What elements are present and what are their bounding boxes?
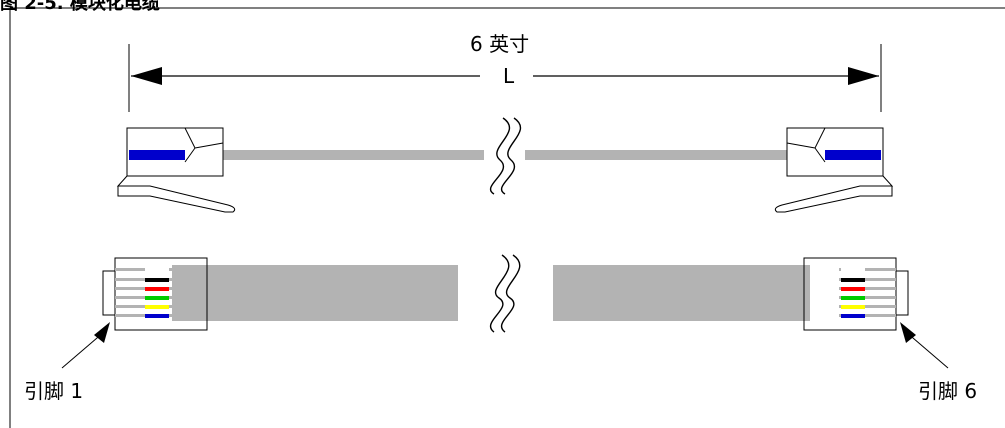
pin-1-arrow-icon [94, 322, 110, 343]
figure-caption: 图 2-5. 模块化电缆 [0, 0, 160, 14]
left-wire-2 [145, 278, 169, 282]
left-wire-3 [145, 287, 169, 291]
cable-flat-left-segment [172, 265, 458, 321]
left-wire-5 [145, 305, 169, 309]
plug-top-right [803, 257, 909, 331]
dimension-arrow-right-icon [848, 67, 879, 85]
dimension-label: 6 英寸 [470, 32, 530, 56]
pin-6-arrow-icon [900, 322, 916, 343]
right-wire-3 [841, 287, 865, 291]
cable-flat-break-icon [490, 254, 521, 333]
plug-side-right [774, 127, 894, 213]
cable-side-view [116, 117, 894, 213]
pin-6-pointer [900, 322, 949, 369]
length-label: L [499, 64, 519, 88]
left-wire-4 [145, 296, 169, 300]
right-wire-4 [841, 296, 865, 300]
cable-break-icon [490, 117, 522, 195]
pin-1-pointer [61, 322, 110, 369]
cable-top-view [61, 254, 949, 369]
cable-side-left-segment [185, 150, 484, 160]
plug-top-left [102, 257, 208, 331]
cable-flat-right-segment [553, 265, 810, 321]
plug-top-left-contacts [115, 268, 172, 317]
right-wire-1 [841, 268, 865, 272]
plug-top-right-wires [841, 268, 865, 318]
right-wire-6 [841, 314, 865, 318]
plug-side-left-blue-wire [129, 150, 185, 160]
plug-side-left [116, 127, 236, 213]
left-wire-6 [145, 314, 169, 318]
pin-1-label: 引脚 1 [24, 379, 84, 403]
pin-6-label: 引脚 6 [918, 379, 978, 403]
plug-top-left-wires [145, 268, 169, 318]
cable-side-right-segment [525, 150, 825, 160]
plug-side-right-blue-wire [825, 150, 881, 160]
right-wire-5 [841, 305, 865, 309]
dimension-indicator [128, 44, 882, 112]
dimension-arrow-left-icon [131, 67, 162, 85]
plug-top-right-contacts [839, 268, 896, 317]
right-wire-2 [841, 278, 865, 282]
left-wire-1 [145, 268, 169, 272]
